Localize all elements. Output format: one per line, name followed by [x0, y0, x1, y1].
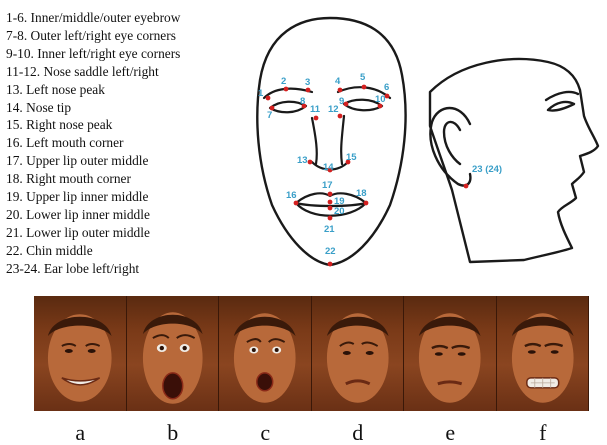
landmark-label: 1: [258, 88, 264, 99]
landmark-label: 22: [325, 246, 336, 257]
landmark-label: 3: [305, 77, 310, 88]
caption-b: b: [127, 420, 220, 445]
profile-eye: [546, 92, 578, 111]
landmark-label: 11: [310, 104, 321, 115]
expression-photo-e: [404, 296, 497, 411]
ear-inner: [444, 122, 460, 164]
landmark-label: 18: [356, 188, 367, 199]
expression-photo-a: [34, 296, 127, 411]
caption-e: e: [404, 420, 497, 445]
landmark-label: 21: [324, 224, 335, 235]
caption-f: f: [497, 420, 590, 445]
landmark-label: 13: [297, 155, 308, 166]
landmark-label: 6: [384, 82, 389, 93]
landmark-label: 8: [300, 96, 305, 107]
landmark-label: 15: [346, 152, 357, 163]
landmark-labels: 1 2 3 4 5 6 7 8 11 12 9 10 13 14 15 17 1…: [258, 72, 502, 257]
landmark-label: 7: [267, 110, 272, 121]
face-image-icon: [497, 296, 589, 411]
landmark-label: 16: [286, 190, 297, 201]
face-image-icon: [34, 296, 126, 411]
expression-photo-b: [127, 296, 220, 411]
face-image-icon: [127, 296, 219, 411]
expression-photo-strip: [34, 296, 589, 411]
landmark-label: 5: [360, 72, 366, 83]
landmark-label: 10: [375, 94, 386, 105]
profile-outline: [430, 59, 598, 262]
face-image-icon: [404, 296, 496, 411]
landmark-label: 2: [281, 76, 286, 87]
caption-c: c: [219, 420, 312, 445]
caption-a: a: [34, 420, 127, 445]
landmark-label: 12: [328, 104, 339, 115]
expression-captions: a b c d e f: [34, 420, 589, 445]
landmark-label: 4: [335, 76, 341, 87]
ear-lobe-label: 23 (24): [472, 164, 502, 175]
landmark-label: 14: [323, 162, 334, 173]
landmark-label: 17: [322, 180, 333, 191]
face-image-icon: [312, 296, 404, 411]
caption-d: d: [312, 420, 405, 445]
landmark-diagram: 1 2 3 4 5 6 7 8 11 12 9 10 13 14 15 17 1…: [0, 0, 607, 290]
expression-photo-f: [497, 296, 590, 411]
expression-photo-d: [312, 296, 405, 411]
frontal-face-features: [264, 87, 390, 216]
landmark-label: 20: [334, 206, 345, 217]
face-image-icon: [219, 296, 311, 411]
landmark-label: 9: [339, 96, 344, 107]
expression-photo-c: [219, 296, 312, 411]
